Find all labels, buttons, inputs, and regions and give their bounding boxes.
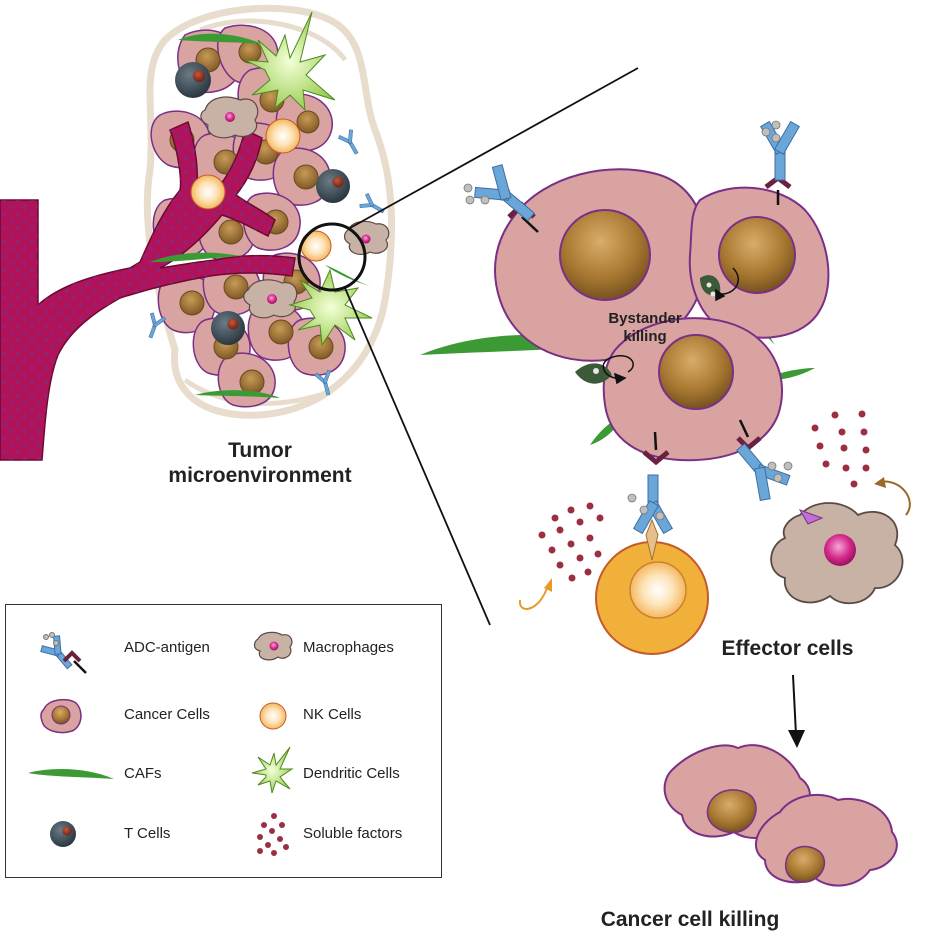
tumor-dendritic-cells: [244, 11, 373, 347]
bystander-label-line2: killing: [623, 328, 667, 345]
legend-label-soluble-factors: Soluble factors: [303, 825, 403, 842]
zoom-antigen-stems: [521, 190, 780, 451]
bystander-killing-label: Bystander killing: [585, 310, 705, 346]
legend-label-adc-antigen: ADC-antigen: [124, 639, 210, 656]
effector-nk-nucleus: [629, 561, 687, 619]
secretion-arrow-mac: [879, 480, 911, 516]
legend-label-macrophages: Macrophages: [303, 639, 394, 656]
zoom-line-top: [349, 67, 639, 229]
tumor-nk-cells: [190, 118, 332, 262]
effector-macrophage-nucleus: [824, 534, 856, 566]
secretion-arrow-nk: [518, 584, 549, 610]
tumor-cafs: [150, 33, 378, 398]
dying-nucleus-1: [706, 789, 757, 834]
soluble-factors-left: [538, 502, 604, 582]
tumor-label-line1: Tumor: [228, 439, 292, 462]
tumor-t-cells: [175, 62, 350, 345]
macrophage-icon: [253, 631, 293, 661]
cancer-cell-killing-label: Cancer cell killing: [600, 908, 780, 931]
legend-label-cancer-cells: Cancer Cells: [124, 706, 210, 723]
legend: ADC-antigen Cancer Cells CAFs T Cells Ma…: [5, 604, 442, 878]
bystander-arrows: [602, 267, 739, 385]
zoom-adc-payloads: [463, 120, 793, 521]
dying-nucleus-2: [784, 845, 826, 883]
adc-antigen-icon: [40, 632, 87, 674]
tumor-cancer-nuclei: [169, 40, 334, 395]
zoomed-view: [420, 120, 911, 887]
killing-arrow-line: [792, 674, 797, 736]
zoom-line-bottom: [344, 287, 491, 626]
zoom-nuclei: [559, 209, 796, 410]
soluble-factors-right: [811, 410, 870, 488]
zoom-circle: [297, 222, 367, 292]
tumor-label-line2: microenvironment: [168, 464, 352, 487]
legend-label-t-cells: T Cells: [124, 825, 171, 842]
soluble-factors-icon: [257, 813, 289, 856]
fc-receptor-mac: [798, 509, 824, 525]
tumor-microenvironment: [0, 4, 639, 626]
t-cell-icon: [50, 821, 76, 847]
legend-label-dendritic-cells: Dendritic Cells: [303, 765, 400, 782]
dendritic-cell-icon: [251, 746, 294, 794]
nk-cell-icon: [259, 702, 287, 730]
effector-cells-label: Effector cells: [721, 637, 854, 660]
tumor-macrophages: [200, 96, 390, 319]
legend-label-nk-cells: NK Cells: [303, 706, 362, 723]
zoom-adc-1: [474, 164, 535, 222]
killing-arrow-head: [788, 730, 805, 748]
tumor-microenvironment-label: Tumor microenvironment: [150, 438, 370, 488]
bystander-label-line1: Bystander: [608, 310, 682, 327]
fc-receptor-nk: [645, 518, 659, 561]
cancer-cell-icon: [40, 698, 82, 734]
caf-icon: [28, 769, 114, 779]
tumor-capsule: [143, 4, 396, 419]
legend-label-cafs: CAFs: [124, 765, 162, 782]
